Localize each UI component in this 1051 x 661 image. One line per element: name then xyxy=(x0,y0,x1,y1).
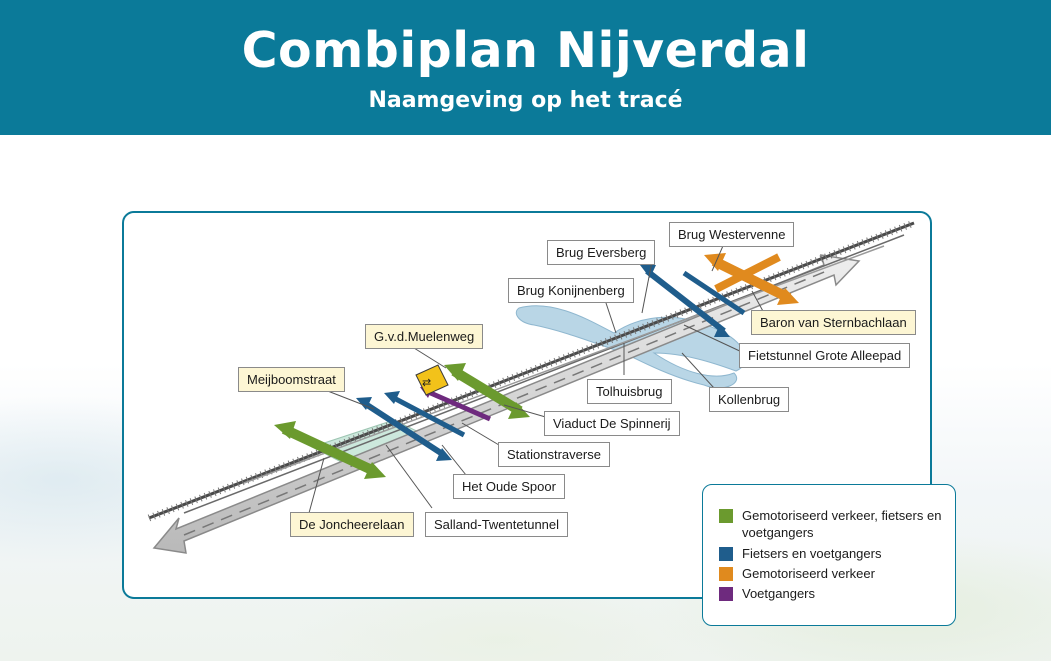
crossing-gvd-muelenweg xyxy=(444,363,530,419)
label-brug-westervenne: Brug Westervenne xyxy=(669,222,795,247)
railway-line xyxy=(148,221,915,520)
legend-swatch-green xyxy=(719,509,733,523)
crossing-eversberg xyxy=(640,265,730,337)
label-gvd-muelenweg: G.v.d.Muelenweg xyxy=(365,324,484,349)
label-brug-konijnenberg: Brug Konijnenberg xyxy=(508,278,634,303)
crossing-grote-alleepad xyxy=(682,270,746,316)
legend-swatch-orange xyxy=(719,567,733,581)
route-map-drawing: ⇄ xyxy=(147,219,916,554)
station-icon: ⇄ xyxy=(415,364,449,396)
route-map: ⇄ Brug Westervenne Brug Eversberg Brug K… xyxy=(122,211,932,599)
legend-item-motorised-and-slow: Gemotoriseerd verkeer, fietsers en voetg… xyxy=(719,507,951,543)
svg-text:⇄: ⇄ xyxy=(422,376,431,389)
map-legend: Gemotoriseerd verkeer, fietsers en voetg… xyxy=(702,484,956,626)
label-viaduct-de-spinnerij: Viaduct De Spinnerij xyxy=(544,411,680,436)
label-fietstunnel-grote-alleepad: Fietstunnel Grote Alleepad xyxy=(739,343,911,368)
crossing-sternbachlaan xyxy=(704,253,799,305)
legend-label: Voetgangers xyxy=(742,586,816,601)
header-banner: Combiplan Nijverdal Naamgeving op het tr… xyxy=(0,0,1051,135)
label-meijboomstraat: Meijboomstraat xyxy=(238,367,345,392)
crossing-joncheerelaan xyxy=(274,421,386,479)
crossing-het-oude-spoor xyxy=(384,391,466,438)
legend-label: Gemotoriseerd verkeer, fietsers en voetg… xyxy=(742,508,942,540)
page-subtitle: Naamgeving op het tracé xyxy=(368,88,683,113)
crossing-meijboomstraat xyxy=(356,397,452,461)
label-de-joncheerelaan: De Joncheerelaan xyxy=(290,512,414,537)
label-kollenbrug: Kollenbrug xyxy=(709,387,790,412)
legend-label: Gemotoriseerd verkeer xyxy=(742,566,875,581)
label-het-oude-spoor: Het Oude Spoor xyxy=(453,474,565,499)
legend-swatch-blue xyxy=(719,547,733,561)
legend-label: Fietsers en voetgangers xyxy=(742,546,882,561)
label-baron-van-sternbachlaan: Baron van Sternbachlaan xyxy=(751,310,916,335)
label-brug-eversberg: Brug Eversberg xyxy=(547,240,656,265)
label-tolhuisbrug: Tolhuisbrug xyxy=(587,379,672,404)
railway-line-2 xyxy=(183,234,905,514)
label-stationstraverse: Stationstraverse xyxy=(498,442,610,467)
label-salland-twentetunnel: Salland-Twentetunnel xyxy=(425,512,569,537)
page-title: Combiplan Nijverdal xyxy=(241,22,810,79)
railway-line-3 xyxy=(243,245,885,484)
legend-swatch-purple xyxy=(719,587,733,601)
